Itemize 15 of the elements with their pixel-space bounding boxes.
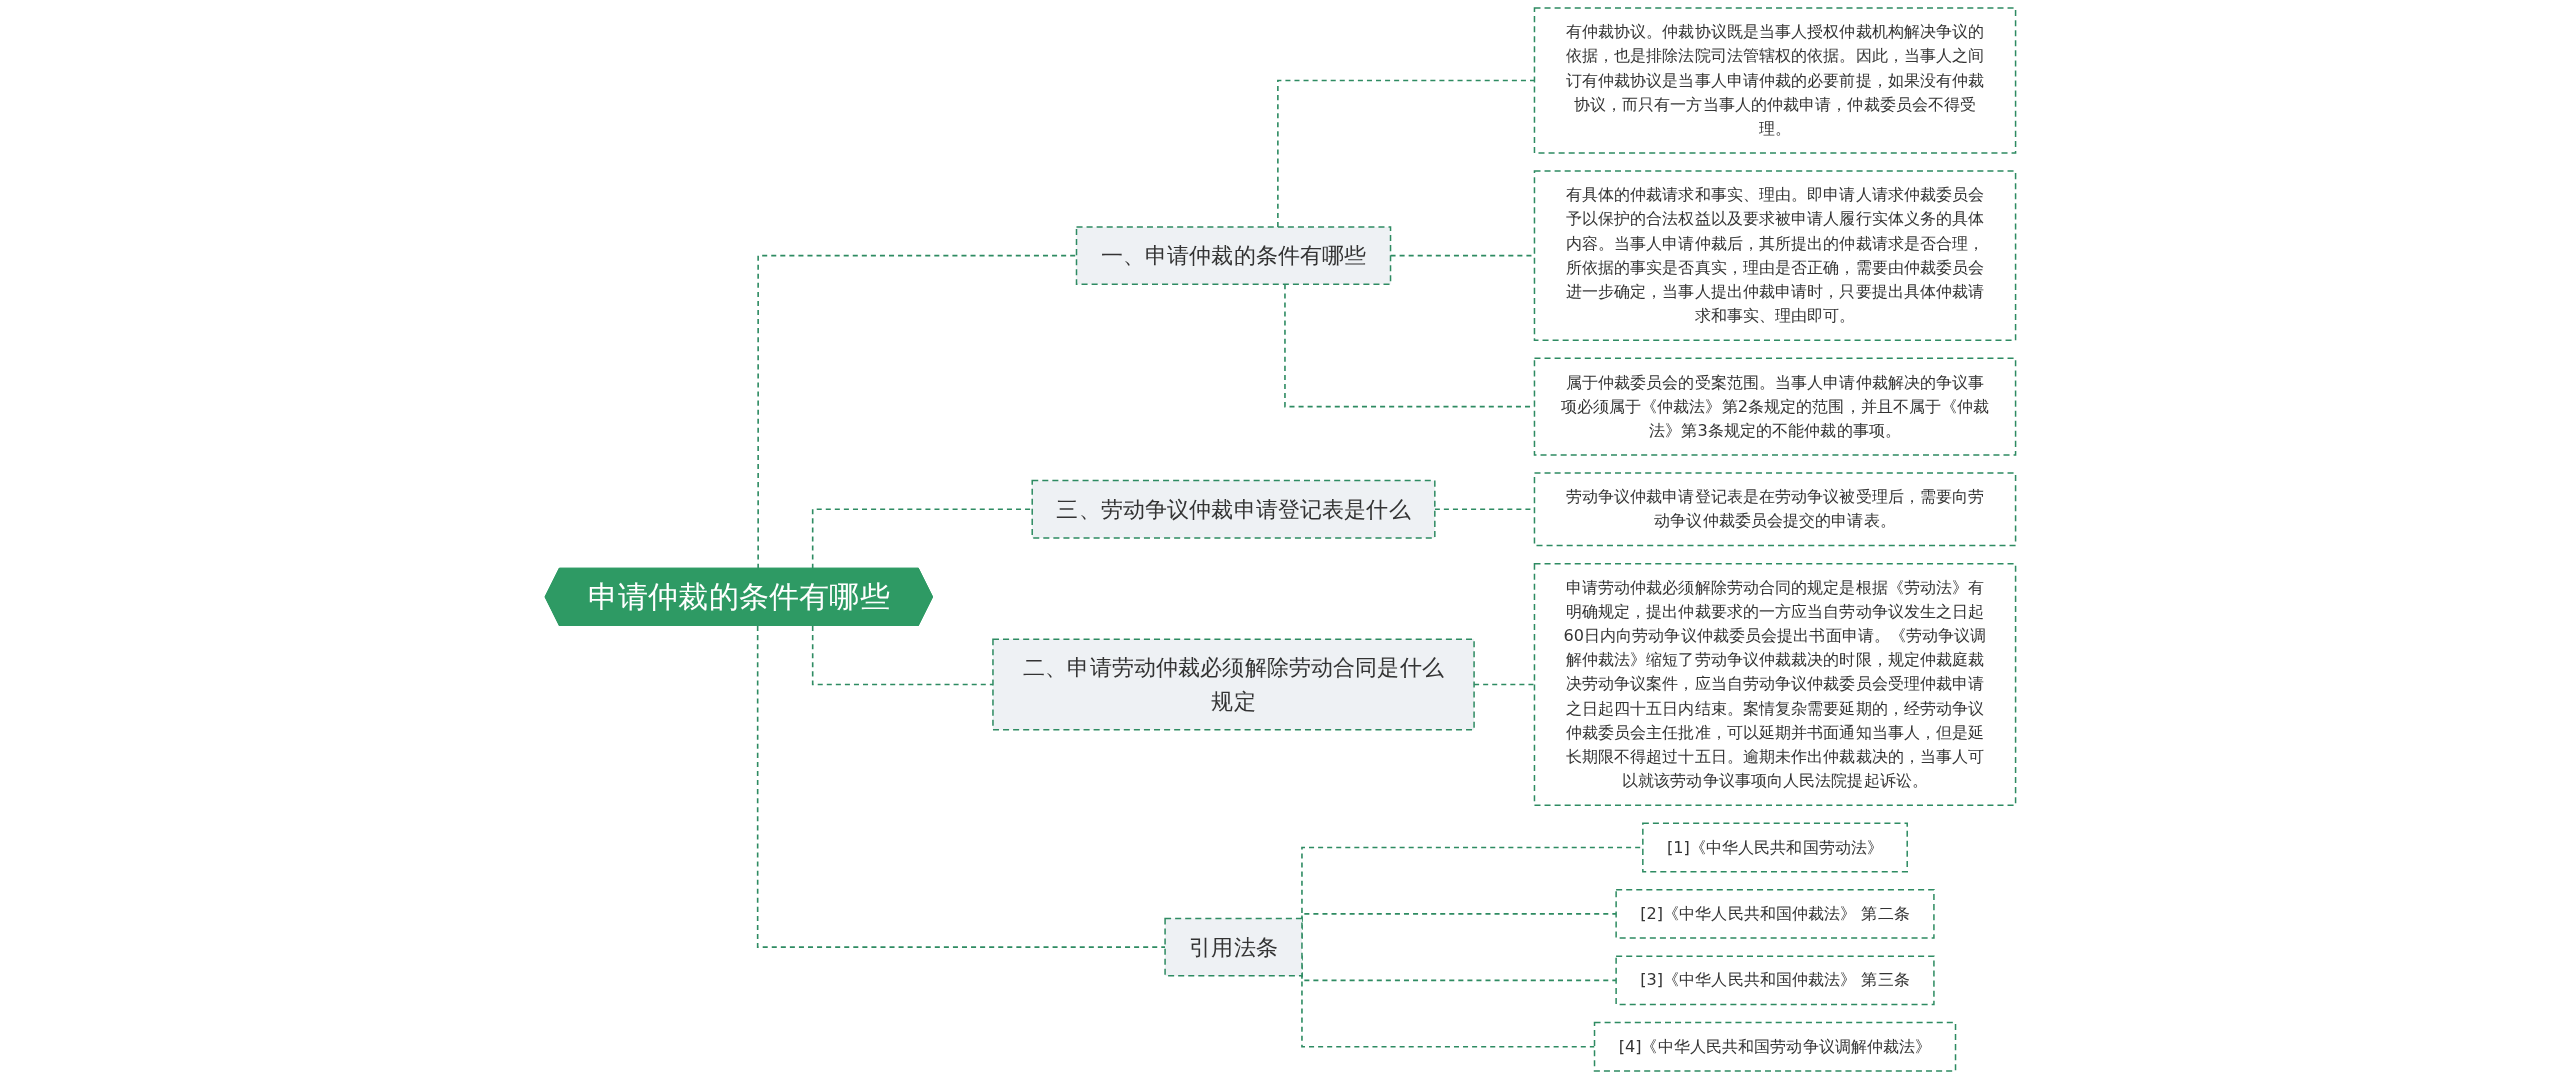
node-box: [3]《中华人民共和国仲裁法》 第三条 [1615,955,1935,1006]
node-box: [1]《中华人民共和国劳动法》 [1641,822,1908,873]
connector [1276,79,1535,228]
node-box: 劳动争议仲裁申请登记表是在劳动争议被受理后，需要向劳动争议仲裁委员会提交的申请表。 [1533,472,2016,547]
connector [757,254,1077,570]
node-box: [4]《中华人民共和国劳动争议调解仲裁法》 [1593,1021,1956,1072]
node-box: 属于仲裁委员会的受案范围。当事人申请仲裁解决的争议事项必须属于《仲裁法》第2条规定的范围，并且不属于《仲裁法》第3条规定的不能仲裁的事项。 [1533,357,2016,456]
node-box: 三、劳动争议仲裁申请登记表是什么 [1031,479,1436,539]
node-box: 引用法条 [1164,917,1303,977]
node-box: 二、申请劳动仲裁必须解除劳动合同是什么规定 [991,638,1475,731]
node-box: 一、申请仲裁的条件有哪些 [1075,226,1391,286]
node-box: 有仲裁协议。仲裁协议既是当事人授权仲裁机构解决争议的依据，也是排除法院司法管辖权的依据。因此，当事人之间订有仲裁协议是当事人申请仲裁的必要前提，如果没有仲裁协议，而只有一方当事人的仲裁申请，仲裁委员会不得受理。 [1533,7,2016,154]
node-box: [2]《中华人民共和国仲裁法》 第二条 [1615,889,1935,939]
node-box: 有具体的仲裁请求和事实、理由。即申请人请求仲裁委员会予以保护的合法权益以及要求被申请人履行实体义务的具体内容。当事人申请仲裁后，其所提出的仲裁请求是否合理，所依据的事实是否真实，理由是否正确，需要由仲裁委员会进一步确定，当事人提出仲裁申请时，只要提出具体仲裁请求和事实、理由即可。 [1533,170,2016,341]
node-box: 申请劳动仲裁必须解除劳动合同的规定是根据《劳动法》有明确规定，提出仲裁要求的一方应当自劳动争议发生之日起60日内向劳动争议仲裁委员会提出书面申请。《劳动争议调解仲裁法》缩短了劳动争议仲裁裁决的时限，规定仲裁庭裁决劳动争议案件，应当自劳动争议仲裁委员会受理仲裁申请之日起四十五日内结束。案情复杂需要延期的，经劳动争议仲裁委员会主任批准，可以延期并书面通知当事人，但是延长期限不得超过十五日。逾期未作出仲裁裁决的，当事人可以就该劳动争议事项向人民法院提起诉讼。 [1533,562,2016,806]
